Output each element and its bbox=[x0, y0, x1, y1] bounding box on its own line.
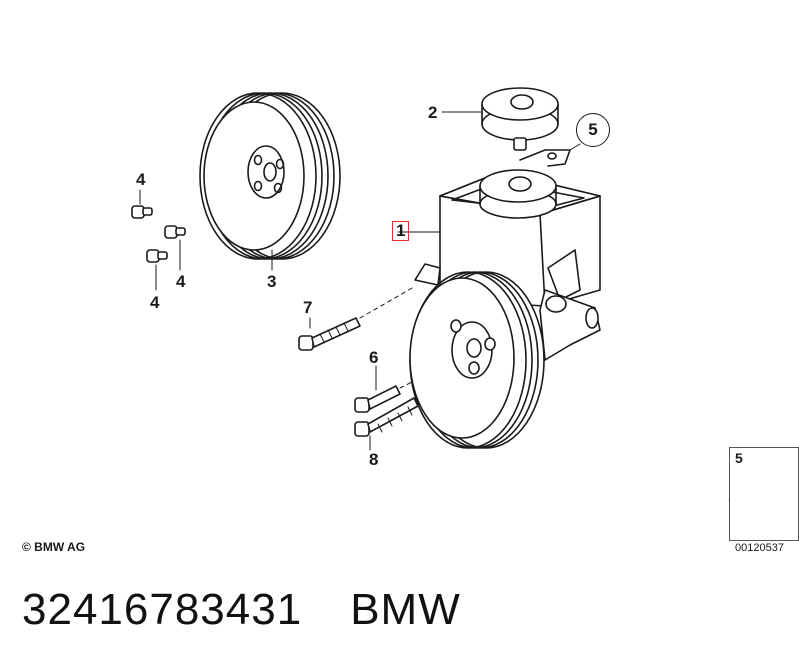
reference-code: 00120537 bbox=[735, 542, 784, 554]
callout-2: 2 bbox=[428, 103, 438, 122]
callout-6: 6 bbox=[369, 348, 379, 367]
callout-8: 8 bbox=[369, 450, 379, 469]
callout-1: 1 bbox=[392, 221, 410, 241]
inset-panel: 5 bbox=[729, 447, 799, 541]
callout-4-top: 4 bbox=[136, 170, 146, 189]
copyright-text: © BMW AG bbox=[22, 540, 86, 554]
callout-7: 7 bbox=[303, 298, 313, 317]
inset-label: 5 bbox=[735, 450, 743, 466]
callout-5: 5 bbox=[576, 113, 610, 147]
callout-4-right: 4 bbox=[176, 272, 186, 291]
callout-3: 3 bbox=[267, 272, 277, 291]
reservoir-cap-icon bbox=[441, 87, 559, 151]
pulley-3-icon bbox=[199, 92, 341, 271]
brand-name: BMW bbox=[350, 585, 461, 634]
callout-4-bottom: 4 bbox=[150, 293, 160, 312]
bolt-7-icon bbox=[298, 287, 413, 351]
power-steering-pump-icon bbox=[397, 143, 601, 449]
part-number: 32416783431 bbox=[22, 585, 303, 634]
footer-caption: 32416783431 BMW bbox=[22, 585, 461, 635]
bolt-6-icon bbox=[354, 365, 421, 413]
parts-diagram bbox=[131, 87, 798, 535]
bolt-4-group-icon bbox=[131, 189, 186, 291]
